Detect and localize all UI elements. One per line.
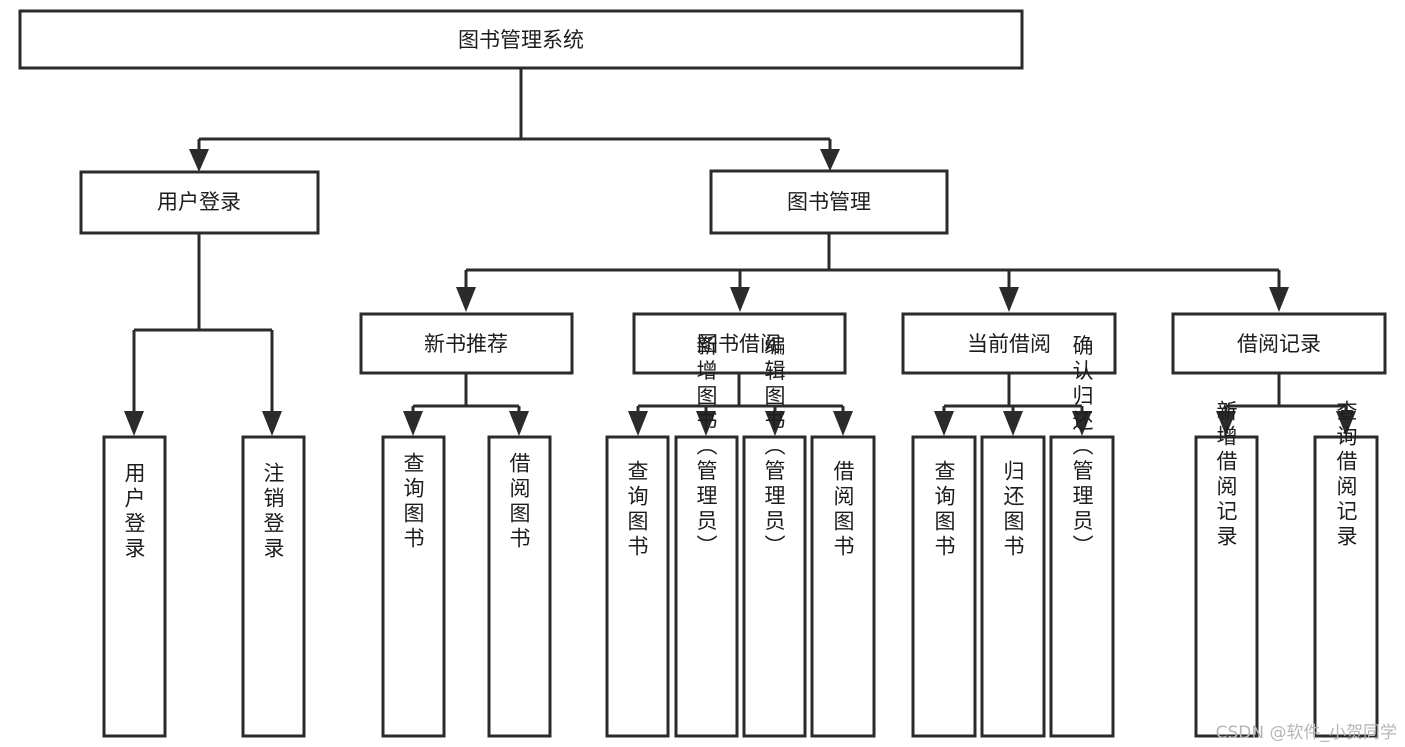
leaf-borrow-book-1[interactable]: 借阅图书	[487, 435, 552, 738]
leaf-query-book-1[interactable]: 查询图书	[381, 435, 446, 738]
node-book-manage[interactable]: 图书管理	[709, 169, 949, 235]
node-new-book-recommend[interactable]: 新书推荐	[359, 312, 574, 375]
leaf-query-book-2[interactable]: 查询图书	[605, 435, 670, 738]
leaf-user-login-box[interactable]	[102, 435, 167, 738]
leaf-query-record[interactable]: 查询借阅记录	[1313, 400, 1379, 738]
arrowhead-leaf-add-record	[1216, 411, 1236, 436]
leaf-confirm-return[interactable]: 确认归还（管理员）	[1049, 335, 1115, 738]
leaf-query-book-2-label: 查询图书	[625, 460, 649, 560]
leaf-user-logout-label: 注销登录	[261, 462, 285, 562]
current-borrow-label: 当前借阅	[967, 332, 1051, 356]
arrowhead-user-login	[189, 149, 209, 172]
book-manage-label: 图书管理	[787, 190, 871, 214]
new-book-recommend-box[interactable]	[359, 312, 574, 375]
leaf-user-logout-box[interactable]	[241, 435, 306, 738]
root-box[interactable]	[18, 9, 1024, 70]
arrowhead-leaf-query-book-2	[628, 411, 648, 436]
leaf-borrow-book-2[interactable]: 借阅图书	[810, 435, 876, 738]
csdn-watermark: CSDN @软件_小贺同学	[1215, 723, 1397, 743]
book-manage-box[interactable]	[709, 169, 949, 235]
leaf-edit-book-box[interactable]	[742, 435, 807, 738]
node-user-login[interactable]: 用户登录	[79, 170, 320, 235]
node-book-borrow[interactable]: 图书借阅	[632, 312, 847, 375]
leaf-borrow-book-1-label: 借阅图书	[507, 452, 531, 552]
leaf-add-record-box[interactable]	[1194, 435, 1259, 738]
arrowhead-leaf-user-logout	[262, 411, 282, 436]
arrowhead-new-book-recommend	[456, 287, 476, 312]
node-borrow-record[interactable]: 借阅记录	[1171, 312, 1387, 375]
arrowhead-book-manage	[820, 149, 840, 171]
leaf-borrow-book-2-label: 借阅图书	[831, 460, 855, 560]
leaf-query-record-label: 查询借阅记录	[1334, 400, 1358, 550]
borrow-record-box[interactable]	[1171, 312, 1387, 375]
leaf-query-book-3-label: 查询图书	[932, 460, 956, 560]
arrowhead-leaf-user-login	[124, 411, 144, 436]
book-borrow-box[interactable]	[632, 312, 847, 375]
arrowhead-leaf-query-book-1	[403, 411, 423, 436]
borrow-record-label: 借阅记录	[1237, 332, 1321, 356]
leaf-query-book-3[interactable]: 查询图书	[911, 435, 977, 738]
arrowhead-leaf-edit-book	[765, 411, 785, 436]
node-root-system[interactable]: 图书管理系统	[18, 9, 1024, 70]
leaf-query-book-2-box[interactable]	[605, 435, 670, 738]
arrowhead-borrow-record	[1269, 287, 1289, 312]
arrowhead-current-borrow	[999, 287, 1019, 312]
arrowhead-leaf-query-record	[1336, 411, 1356, 436]
leaf-return-book[interactable]: 归还图书	[980, 435, 1046, 738]
leaf-confirm-return-label: 确认归还（管理员）	[1070, 335, 1094, 560]
current-borrow-box[interactable]	[901, 312, 1117, 375]
leaf-query-record-box[interactable]	[1313, 435, 1379, 738]
leaf-borrow-book-1-box[interactable]	[487, 435, 552, 738]
leaf-query-book-3-box[interactable]	[911, 435, 977, 738]
leaf-query-book-1-label: 查询图书	[401, 452, 425, 552]
node-current-borrow[interactable]: 当前借阅	[901, 312, 1117, 375]
arrowhead-leaf-return-book	[1003, 411, 1023, 436]
leaf-return-book-box[interactable]	[980, 435, 1046, 738]
leaf-add-record-label: 新增借阅记录	[1214, 400, 1238, 550]
leaf-user-login-label: 用户登录	[122, 462, 146, 562]
leaf-edit-book[interactable]: 编辑图书（管理员）	[742, 335, 807, 738]
leaf-add-book-box[interactable]	[674, 435, 739, 738]
root-label: 图书管理系统	[458, 28, 584, 52]
arrowhead-leaf-confirm-return	[1072, 411, 1092, 436]
user-login-label: 用户登录	[157, 190, 241, 214]
new-book-recommend-label: 新书推荐	[424, 332, 508, 356]
leaf-edit-book-label: 编辑图书（管理员）	[762, 335, 786, 560]
arrowhead-leaf-borrow-book-2	[833, 411, 853, 436]
leaf-confirm-return-box[interactable]	[1049, 435, 1115, 738]
leaf-query-book-1-box[interactable]	[381, 435, 446, 738]
leaf-user-login[interactable]: 用户登录	[102, 435, 167, 738]
leaf-return-book-label: 归还图书	[1001, 460, 1025, 560]
leaf-add-book-label: 新增图书（管理员）	[694, 335, 718, 560]
leaf-user-logout[interactable]: 注销登录	[241, 435, 306, 738]
arrowhead-leaf-add-book	[696, 411, 716, 436]
arrowhead-book-borrow	[730, 287, 750, 312]
arrowhead-leaf-borrow-book-1	[509, 411, 529, 436]
book-borrow-label: 图书借阅	[697, 332, 781, 356]
leaf-borrow-book-2-box[interactable]	[810, 435, 876, 738]
leaf-add-record[interactable]: 新增借阅记录	[1194, 400, 1259, 738]
arrowhead-leaf-query-book-3	[934, 411, 954, 436]
leaf-add-book[interactable]: 新增图书（管理员）	[674, 335, 739, 738]
